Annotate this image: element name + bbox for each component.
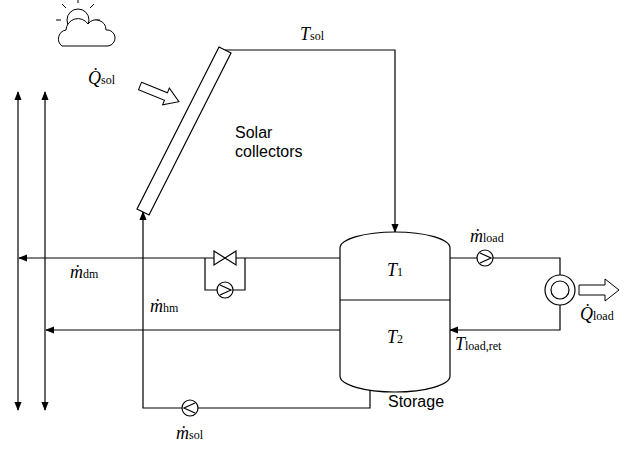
tank-layer: T2	[340, 300, 450, 376]
distribution-pipes	[17, 92, 18, 410]
heat-exchanger-symbol	[545, 275, 575, 305]
sun-symbol	[56, 20, 61, 21]
sun-symbol	[62, 4, 66, 8]
temperature-label: T1	[387, 260, 403, 282]
variable-label: Tload,ret	[455, 334, 501, 356]
tank-outline	[340, 232, 450, 392]
tank-divider	[340, 299, 450, 300]
pump-symbol	[217, 282, 233, 298]
distribution-pipes	[44, 92, 45, 410]
pump-symbol	[184, 403, 195, 413]
heat-output-arrow	[579, 279, 619, 301]
pump-symbol	[477, 250, 493, 266]
variable-label: Q̇sol	[88, 68, 115, 90]
pump-symbol	[480, 253, 491, 263]
temperature-label: T2	[387, 327, 403, 349]
tank-outline	[340, 232, 450, 392]
variable-label: ṁhm	[150, 296, 178, 318]
component-label: Storage	[388, 392, 444, 411]
pump-symbol	[182, 400, 198, 416]
variable-label: ṁload	[470, 226, 504, 248]
sun-symbol	[90, 4, 94, 8]
variable-label: Q̇load	[580, 304, 614, 326]
pump-symbol	[477, 250, 493, 266]
variable-label: ṁdm	[70, 262, 98, 284]
valve-symbol	[214, 251, 236, 265]
distribution-pipes	[46, 329, 340, 330]
cloud-symbol	[58, 19, 115, 46]
component-label: Solar collectors	[235, 123, 303, 161]
sun-symbol	[78, 0, 79, 3]
pipe-connector	[225, 50, 395, 232]
distribution-pipes	[19, 257, 340, 258]
radiation-arrow	[137, 78, 183, 110]
variable-label: Tsol	[300, 24, 324, 46]
pump-symbol	[217, 282, 233, 298]
valve-symbol	[214, 251, 225, 265]
pump-symbol	[182, 400, 198, 416]
pipe-connector	[450, 258, 560, 330]
storage-tank: StorageT1T2	[340, 232, 450, 392]
heat-exchanger-symbol	[545, 275, 575, 305]
solar-collector: Solar collectors	[135, 45, 235, 217]
heat-exchanger-symbol	[551, 281, 569, 299]
pump-symbol	[220, 285, 231, 295]
collector-panel	[135, 45, 235, 217]
tank-layer: T1	[340, 242, 450, 300]
variable-label: ṁsol	[176, 423, 203, 445]
valve-symbol	[225, 251, 236, 265]
collector-panel	[137, 47, 231, 215]
pipe-connector	[143, 212, 370, 408]
